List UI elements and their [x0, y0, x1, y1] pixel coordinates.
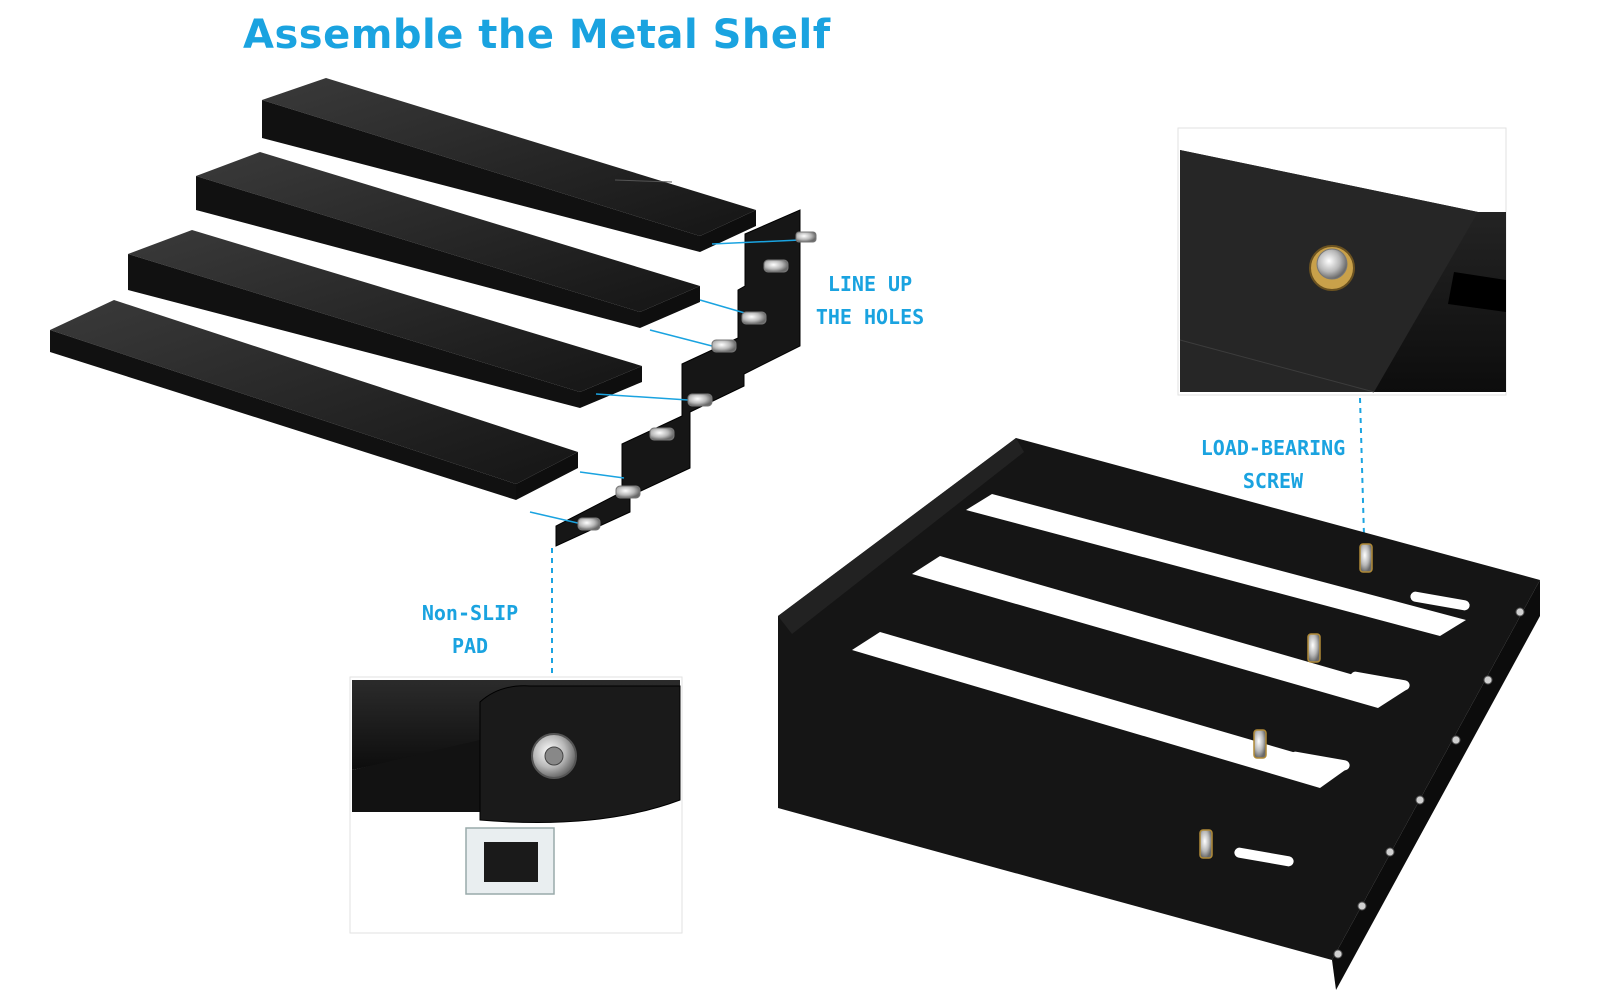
- zoom-load-bearing-screw: [1177, 127, 1507, 396]
- load-screw-icons: [1199, 543, 1373, 859]
- shelf-tier-1: [262, 78, 756, 252]
- callout-non-slip-pad: Non-SLIP PAD: [405, 597, 535, 663]
- callout-line-2: SCREW: [1242, 469, 1304, 493]
- page-title: Assemble the Metal Shelf: [243, 12, 831, 58]
- screw-icons: [577, 231, 817, 531]
- exploded-stair-shelf: [50, 78, 817, 547]
- callout-line-2: THE HOLES: [815, 305, 925, 329]
- callout-line-1: Non-SLIP: [421, 601, 519, 625]
- shelf-tier-2: [196, 152, 700, 328]
- callout-line-2: PAD: [451, 634, 489, 658]
- shelf-tier-3: [128, 230, 642, 408]
- shelf-tier-4: [50, 300, 578, 500]
- slot-icons: [1234, 591, 1470, 867]
- callout-load-bearing-screw: LOAD-BEARING SCREW: [1168, 432, 1378, 498]
- side-stair-panel: [555, 209, 801, 547]
- callout-line-1: LINE UP: [827, 272, 913, 296]
- assembled-shelf: [778, 438, 1540, 990]
- side-bolt-icons: [1333, 607, 1525, 959]
- zoom-non-slip-pad: [349, 676, 683, 934]
- screw-connector-line: [1359, 397, 1365, 537]
- callout-line-1: LOAD-BEARING: [1200, 436, 1346, 460]
- callout-line-up-holes: LINE UP THE HOLES: [800, 268, 940, 334]
